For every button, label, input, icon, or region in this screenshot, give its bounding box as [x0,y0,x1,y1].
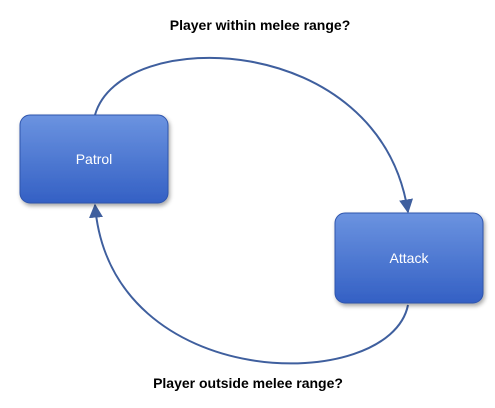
transition-label-attack-to-patrol: Player outside melee range? [153,375,343,391]
arc-patrol-to-attack [94,56,413,214]
state-attack-label: Attack [390,250,430,266]
state-patrol-box [19,114,169,204]
state-attack-box [334,212,484,304]
transition-label-patrol-to-attack: Player within melee range? [170,17,351,33]
state-attack: Attack [334,212,484,304]
state-patrol-label: Patrol [76,151,113,167]
state-patrol: Patrol [19,114,169,204]
arc-attack-to-patrol [89,203,409,365]
